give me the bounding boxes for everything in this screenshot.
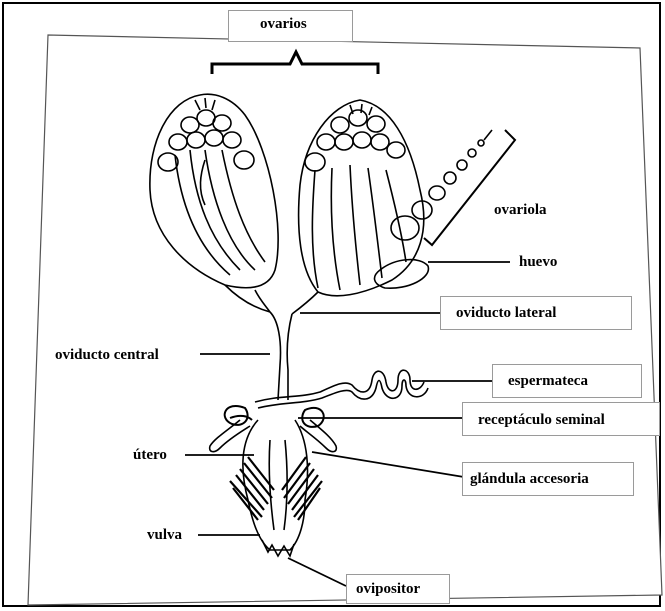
label-ovariola: ovariola <box>494 201 547 219</box>
label-receptaculo-seminal: receptáculo seminal <box>478 411 605 429</box>
label-ovarios: ovarios <box>260 15 307 33</box>
label-glandula-accesoria: glándula accesoria <box>470 470 589 488</box>
label-oviducto-central: oviducto central <box>55 346 159 364</box>
label-vulva: vulva <box>147 526 182 544</box>
label-huevo: huevo <box>519 253 557 271</box>
label-oviducto-lateral: oviducto lateral <box>456 304 556 322</box>
label-utero: útero <box>133 446 167 464</box>
label-espermateca: espermateca <box>508 372 588 390</box>
label-ovipositor: ovipositor <box>356 580 420 598</box>
